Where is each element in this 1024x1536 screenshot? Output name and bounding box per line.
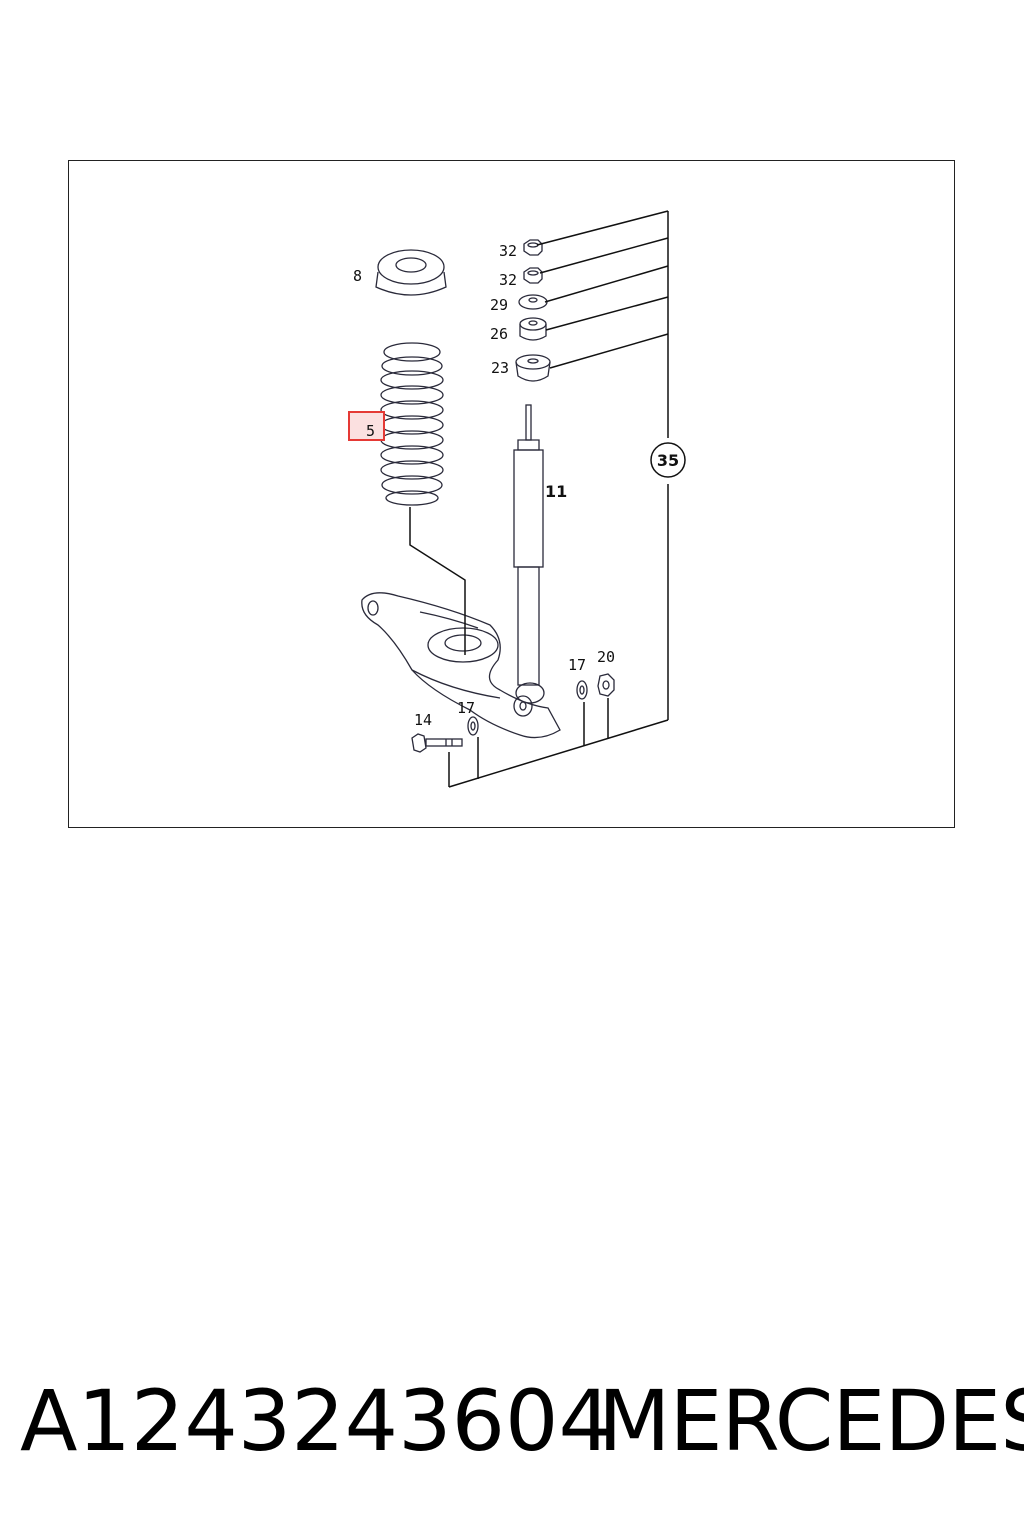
spring-seat-part — [375, 249, 447, 296]
bolt-part — [411, 733, 463, 753]
callout-11[interactable]: 11 — [545, 482, 567, 501]
callout-32-second[interactable]: 32 — [499, 271, 517, 289]
washer-part — [576, 680, 588, 700]
callout-circle[interactable] — [650, 442, 686, 478]
callout-14[interactable]: 14 — [414, 711, 432, 729]
callout-8[interactable]: 8 — [353, 267, 362, 285]
part-number: A1243243604 — [20, 1372, 612, 1470]
callout-35[interactable]: 35 — [657, 451, 679, 470]
coil-spring-part — [380, 342, 444, 506]
callout-23[interactable]: 23 — [491, 359, 509, 377]
washer-part — [518, 294, 548, 310]
washer-part — [467, 716, 479, 736]
diagram-frame — [68, 160, 955, 828]
callout-32-top[interactable]: 32 — [499, 242, 517, 260]
rubber-mount-part — [515, 354, 551, 382]
callout-5[interactable]: 5 — [366, 422, 375, 440]
leader-lines — [409, 210, 669, 788]
nut-part — [597, 673, 615, 697]
nut-part — [523, 239, 543, 256]
rubber-bushing-part — [519, 317, 547, 341]
shock-absorber-part — [513, 404, 545, 717]
callout-20[interactable]: 20 — [597, 648, 615, 666]
callout-17-right[interactable]: 17 — [568, 656, 586, 674]
brand-name: MERCEDES — [598, 1372, 1024, 1470]
callout-26[interactable]: 26 — [490, 325, 508, 343]
control-arm-part — [361, 592, 561, 739]
caption-bar: A1243243604 MERCEDES — [0, 1372, 1024, 1470]
callout-17-left[interactable]: 17 — [457, 699, 475, 717]
nut-part — [523, 267, 543, 284]
highlight-box — [348, 411, 385, 441]
callout-29[interactable]: 29 — [490, 296, 508, 314]
